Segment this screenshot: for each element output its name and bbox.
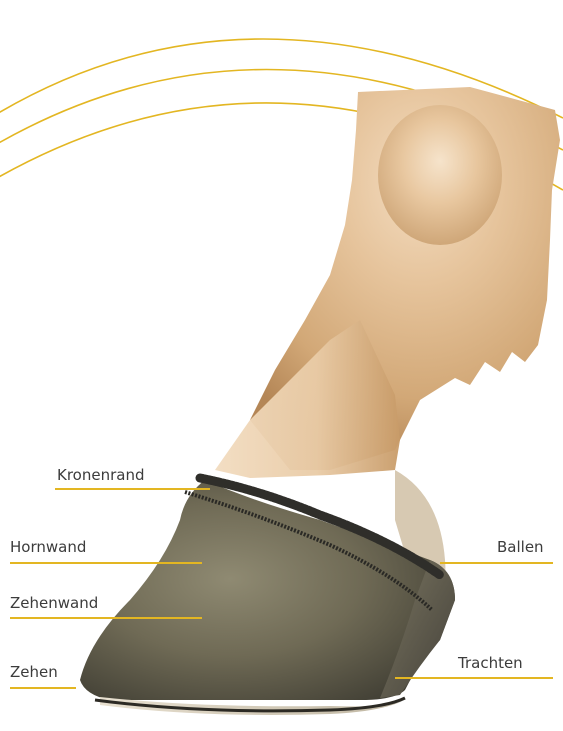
leader-zehen (10, 687, 76, 689)
label-hornwand: Hornwand (10, 538, 86, 556)
leader-trachten (395, 677, 553, 679)
label-trachten: Trachten (458, 654, 523, 672)
leader-kronenrand (55, 488, 210, 490)
leader-zehenwand (10, 617, 202, 619)
label-zehen: Zehen (10, 663, 58, 681)
label-ballen: Ballen (497, 538, 544, 556)
leader-hornwand (10, 562, 202, 564)
leader-ballen (440, 562, 553, 564)
label-zehenwand: Zehenwand (10, 594, 98, 612)
fetlock-highlight (378, 105, 502, 245)
label-kronenrand: Kronenrand (57, 466, 144, 484)
